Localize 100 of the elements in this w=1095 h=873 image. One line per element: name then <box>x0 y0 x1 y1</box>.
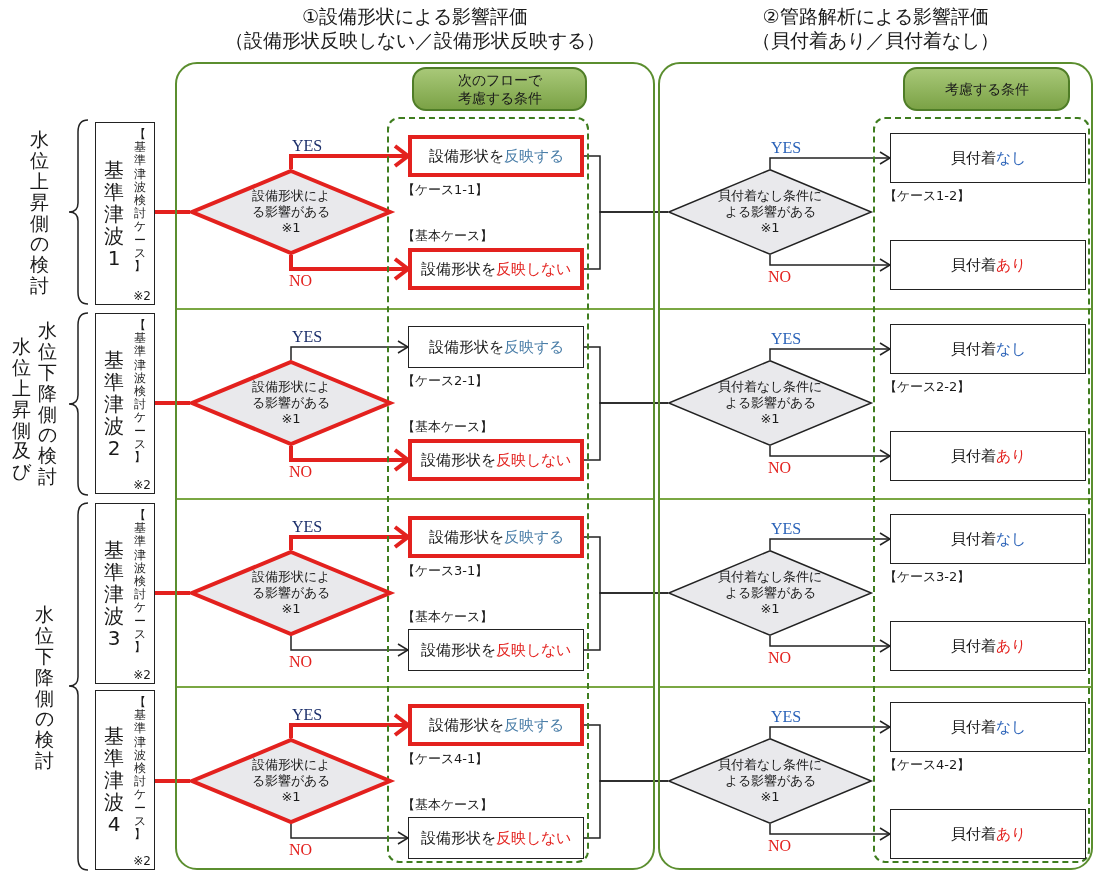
condition-text: 設備形状を反映する <box>428 716 564 734</box>
condition-text: 設備形状を反映しない <box>421 451 571 469</box>
section-title: ②管路解析による影響評価 <box>762 4 989 28</box>
connector-line <box>155 779 190 783</box>
flow-arrow <box>289 446 410 472</box>
condition-box <box>890 240 1086 290</box>
header-text: 考慮する条件 <box>944 80 1029 98</box>
footnote-mark: ※1 <box>760 411 780 427</box>
case-label: 【基本ケース】 <box>402 797 493 813</box>
decision-diamond <box>668 169 872 255</box>
case-label: 【基本ケース】 <box>402 419 493 435</box>
case-box <box>95 122 155 305</box>
decision-text: 設備形状による影響がある <box>251 569 331 601</box>
connector-line <box>155 210 190 214</box>
condition-box <box>408 516 584 558</box>
case-box <box>95 313 155 494</box>
flow-arrow <box>769 342 891 361</box>
decision-diamond <box>668 360 872 446</box>
edge-label: NO <box>289 272 313 289</box>
flow-arrow <box>769 254 891 272</box>
condition-box <box>890 324 1086 374</box>
footnote-mark: ※1 <box>760 220 780 236</box>
edge-label: NO <box>768 268 792 285</box>
section-subtitle: （設備形状反映しない／設備形状反映する） <box>225 28 605 52</box>
edge-label: NO <box>289 463 313 480</box>
case-label: 【ケース2-1】 <box>402 373 489 389</box>
section-title: ①設備形状による影響評価 <box>301 4 528 28</box>
flow-arrow <box>769 445 891 463</box>
group-label: 水位上昇側及び <box>12 336 31 483</box>
case-label: 【ケース4-2】 <box>884 757 971 773</box>
footnote-mark: ※2 <box>133 289 151 303</box>
condition-box <box>408 248 584 290</box>
condition-box <box>890 431 1086 481</box>
edge-label: NO <box>768 649 792 666</box>
case-type-text: 【基準津波検討ケース】 <box>134 509 146 655</box>
group-label: 水位下降側の検討 <box>38 320 57 488</box>
group-label: 水位上昇側の検討 <box>30 129 49 297</box>
flow-arrow <box>769 823 891 841</box>
case-label: 【ケース2-2】 <box>884 379 971 395</box>
flow-arrow <box>289 255 410 281</box>
edge-label: YES <box>292 706 323 723</box>
condition-text: 設備形状を反映する <box>428 338 564 356</box>
condition-text: 貝付着あり <box>950 447 1026 465</box>
condition-text: 設備形状を反映する <box>428 147 564 165</box>
connector-line <box>583 211 669 270</box>
decision-text: 貝付着なし条件による影響がある <box>717 188 823 220</box>
condition-box <box>890 621 1086 671</box>
case-box <box>95 690 155 870</box>
case-label: 【ケース3-2】 <box>884 569 971 585</box>
edge-label: YES <box>292 518 323 535</box>
connector-line <box>583 402 669 461</box>
condition-box <box>408 629 584 671</box>
case-label: 【ケース1-1】 <box>402 182 489 198</box>
edge-label: YES <box>771 330 802 347</box>
decision-text: 設備形状による影響がある <box>251 757 331 789</box>
case-label: 【ケース3-1】 <box>402 563 489 579</box>
case-label: 【基本ケース】 <box>402 228 493 244</box>
case-type-text: 【基準津波検討ケース】 <box>134 319 146 465</box>
flow-arrow <box>290 823 409 845</box>
dashed-group-box <box>387 117 589 863</box>
case-title: 基準津波1 <box>104 158 124 269</box>
case-title: 基準津波2 <box>104 348 124 459</box>
condition-header <box>903 67 1070 111</box>
decision-diamond <box>190 550 392 636</box>
connector-line <box>583 592 669 651</box>
footnote-mark: ※2 <box>133 854 151 868</box>
case-box <box>95 503 155 684</box>
condition-box <box>408 817 584 859</box>
connector-line <box>155 591 190 595</box>
connector-line <box>583 780 669 839</box>
condition-box <box>890 702 1086 752</box>
flow-arrow <box>769 635 891 653</box>
condition-header <box>412 67 587 111</box>
edge-label: YES <box>292 137 323 154</box>
footnote-mark: ※1 <box>281 411 301 427</box>
flow-arrow <box>289 525 410 550</box>
condition-text: 設備形状を反映する <box>428 528 564 546</box>
condition-text: 貝付着なし <box>950 340 1026 358</box>
decision-diamond <box>190 738 392 824</box>
connector-line <box>155 401 190 405</box>
decision-text: 設備形状による影響がある <box>251 188 331 220</box>
flow-arrow <box>769 720 891 739</box>
footnote-mark: ※1 <box>281 220 301 236</box>
case-title: 基準津波4 <box>104 725 124 835</box>
decision-diamond <box>668 550 872 636</box>
decision-diamond <box>190 169 392 255</box>
flow-arrow <box>290 635 409 657</box>
flow-arrow <box>769 532 891 551</box>
condition-text: 貝付着あり <box>950 637 1026 655</box>
condition-text: 貝付着あり <box>950 825 1026 843</box>
condition-text: 貝付着なし <box>950 149 1026 167</box>
edge-label: YES <box>771 520 802 537</box>
edge-label: YES <box>292 328 323 345</box>
footnote-mark: ※2 <box>133 478 151 492</box>
edge-label: NO <box>768 837 792 854</box>
dashed-group-box <box>873 117 1090 863</box>
condition-box <box>408 135 584 177</box>
edge-label: YES <box>771 139 802 156</box>
footnote-mark: ※1 <box>760 601 780 617</box>
condition-box <box>408 326 584 368</box>
